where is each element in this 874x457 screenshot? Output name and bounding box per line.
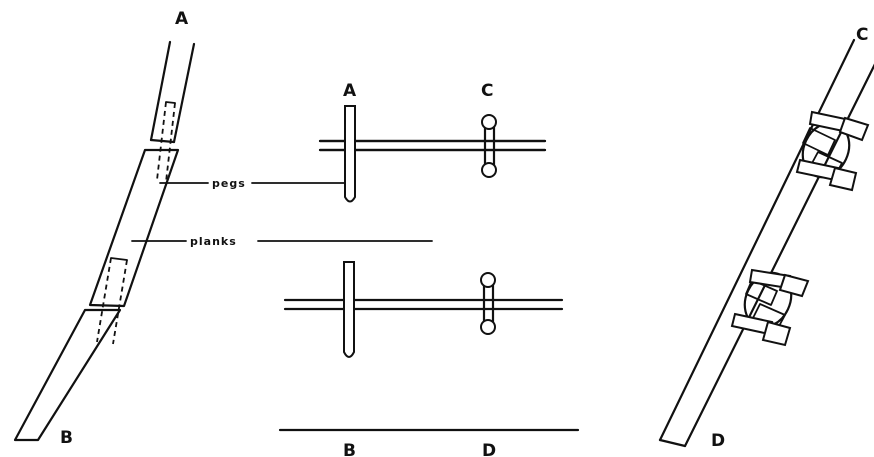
left-upper-peg: [156, 101, 176, 183]
right-lower-lashing: [730, 268, 810, 347]
left-middle-plank: [88, 148, 180, 308]
callout-planks: planks: [131, 235, 433, 248]
center-bottom-peg: [343, 261, 355, 358]
center-bottom-dowel: [480, 272, 496, 335]
right-upper-lashing: [795, 110, 870, 192]
left-top-plank: [149, 40, 196, 144]
center-bottom-assembly: [283, 261, 564, 358]
center-top-dowel: [481, 114, 497, 178]
label-left-a: A: [175, 9, 189, 29]
callout-pegs-text: pegs: [212, 177, 246, 190]
label-center-d: D: [482, 441, 496, 457]
callout-planks-text: planks: [190, 235, 237, 248]
label-center-b: B: [343, 441, 356, 457]
right-lashed-planks: [658, 38, 874, 448]
left-lower-peg: [96, 257, 128, 345]
label-center-a: A: [343, 81, 357, 101]
label-left-b: B: [60, 428, 73, 448]
label-right-d: D: [711, 431, 725, 451]
label-center-c: C: [481, 81, 493, 101]
left-pegged-planks: [13, 40, 196, 442]
center-top-assembly: [318, 105, 547, 203]
center-top-peg: [318, 105, 547, 203]
left-bottom-plank: [13, 308, 122, 442]
label-right-c: C: [856, 25, 868, 45]
callout-pegs: pegs: [159, 177, 346, 190]
